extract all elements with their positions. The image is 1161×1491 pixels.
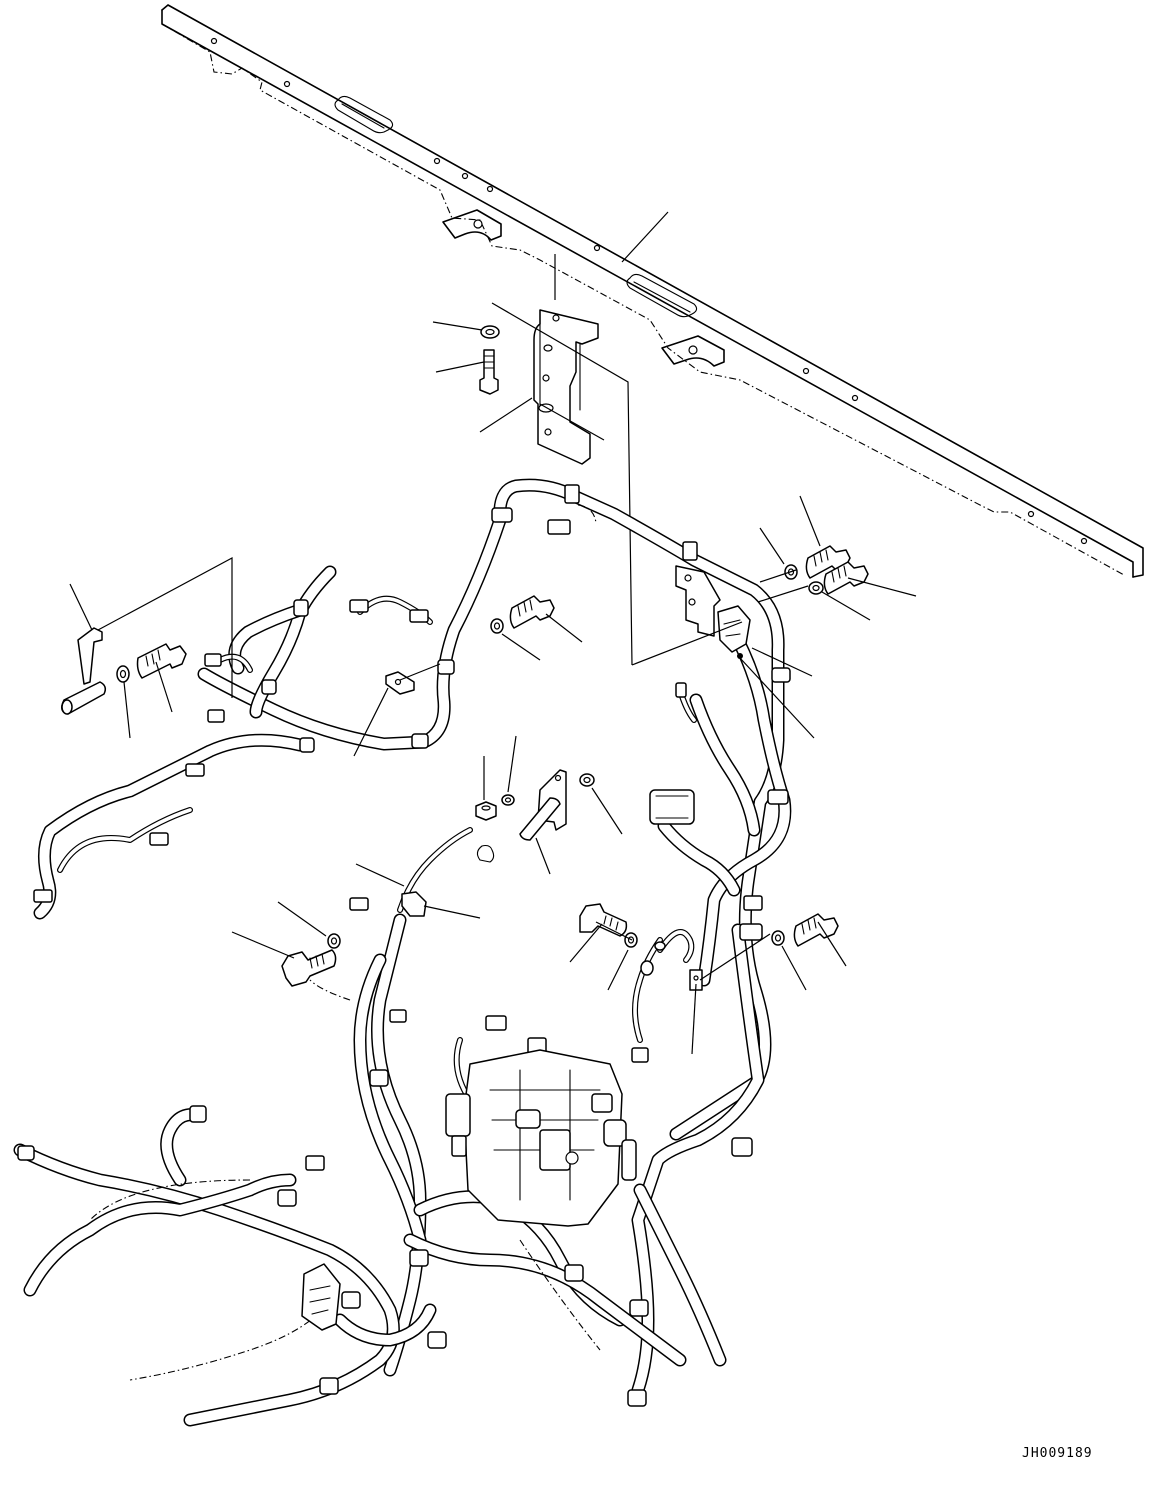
callout-leaders <box>69 211 917 1055</box>
bolt-left-lower <box>281 949 337 987</box>
frame-beam <box>161 4 1144 578</box>
harness-clamps <box>17 484 791 1407</box>
clamp-plate <box>385 671 703 991</box>
left-stay-bolt <box>136 643 187 679</box>
centre-stay-washer <box>501 773 595 806</box>
control-unit <box>445 1049 637 1227</box>
switch-assembly <box>301 1263 341 1331</box>
bolt-right-lower <box>793 913 839 947</box>
centre-stay <box>476 769 567 863</box>
harness-mount-bracket <box>675 565 751 659</box>
bolt-centre-lower <box>579 903 628 937</box>
assembly-lines <box>399 403 809 981</box>
bracket-bolt <box>479 349 499 395</box>
drawing-code: JH009189 <box>1022 1446 1093 1461</box>
harness-connectors <box>33 519 763 1171</box>
bolt-upper-right-2 <box>823 561 869 595</box>
bracket-washer <box>480 325 500 339</box>
bolt-upper-right-1 <box>805 545 851 579</box>
left-stay <box>61 627 107 715</box>
bolt-upper-centre <box>509 595 555 629</box>
wiring-harness <box>13 478 792 1427</box>
centre-stay-nut <box>475 801 497 821</box>
washers <box>327 564 824 976</box>
left-stay-washer <box>116 665 130 683</box>
